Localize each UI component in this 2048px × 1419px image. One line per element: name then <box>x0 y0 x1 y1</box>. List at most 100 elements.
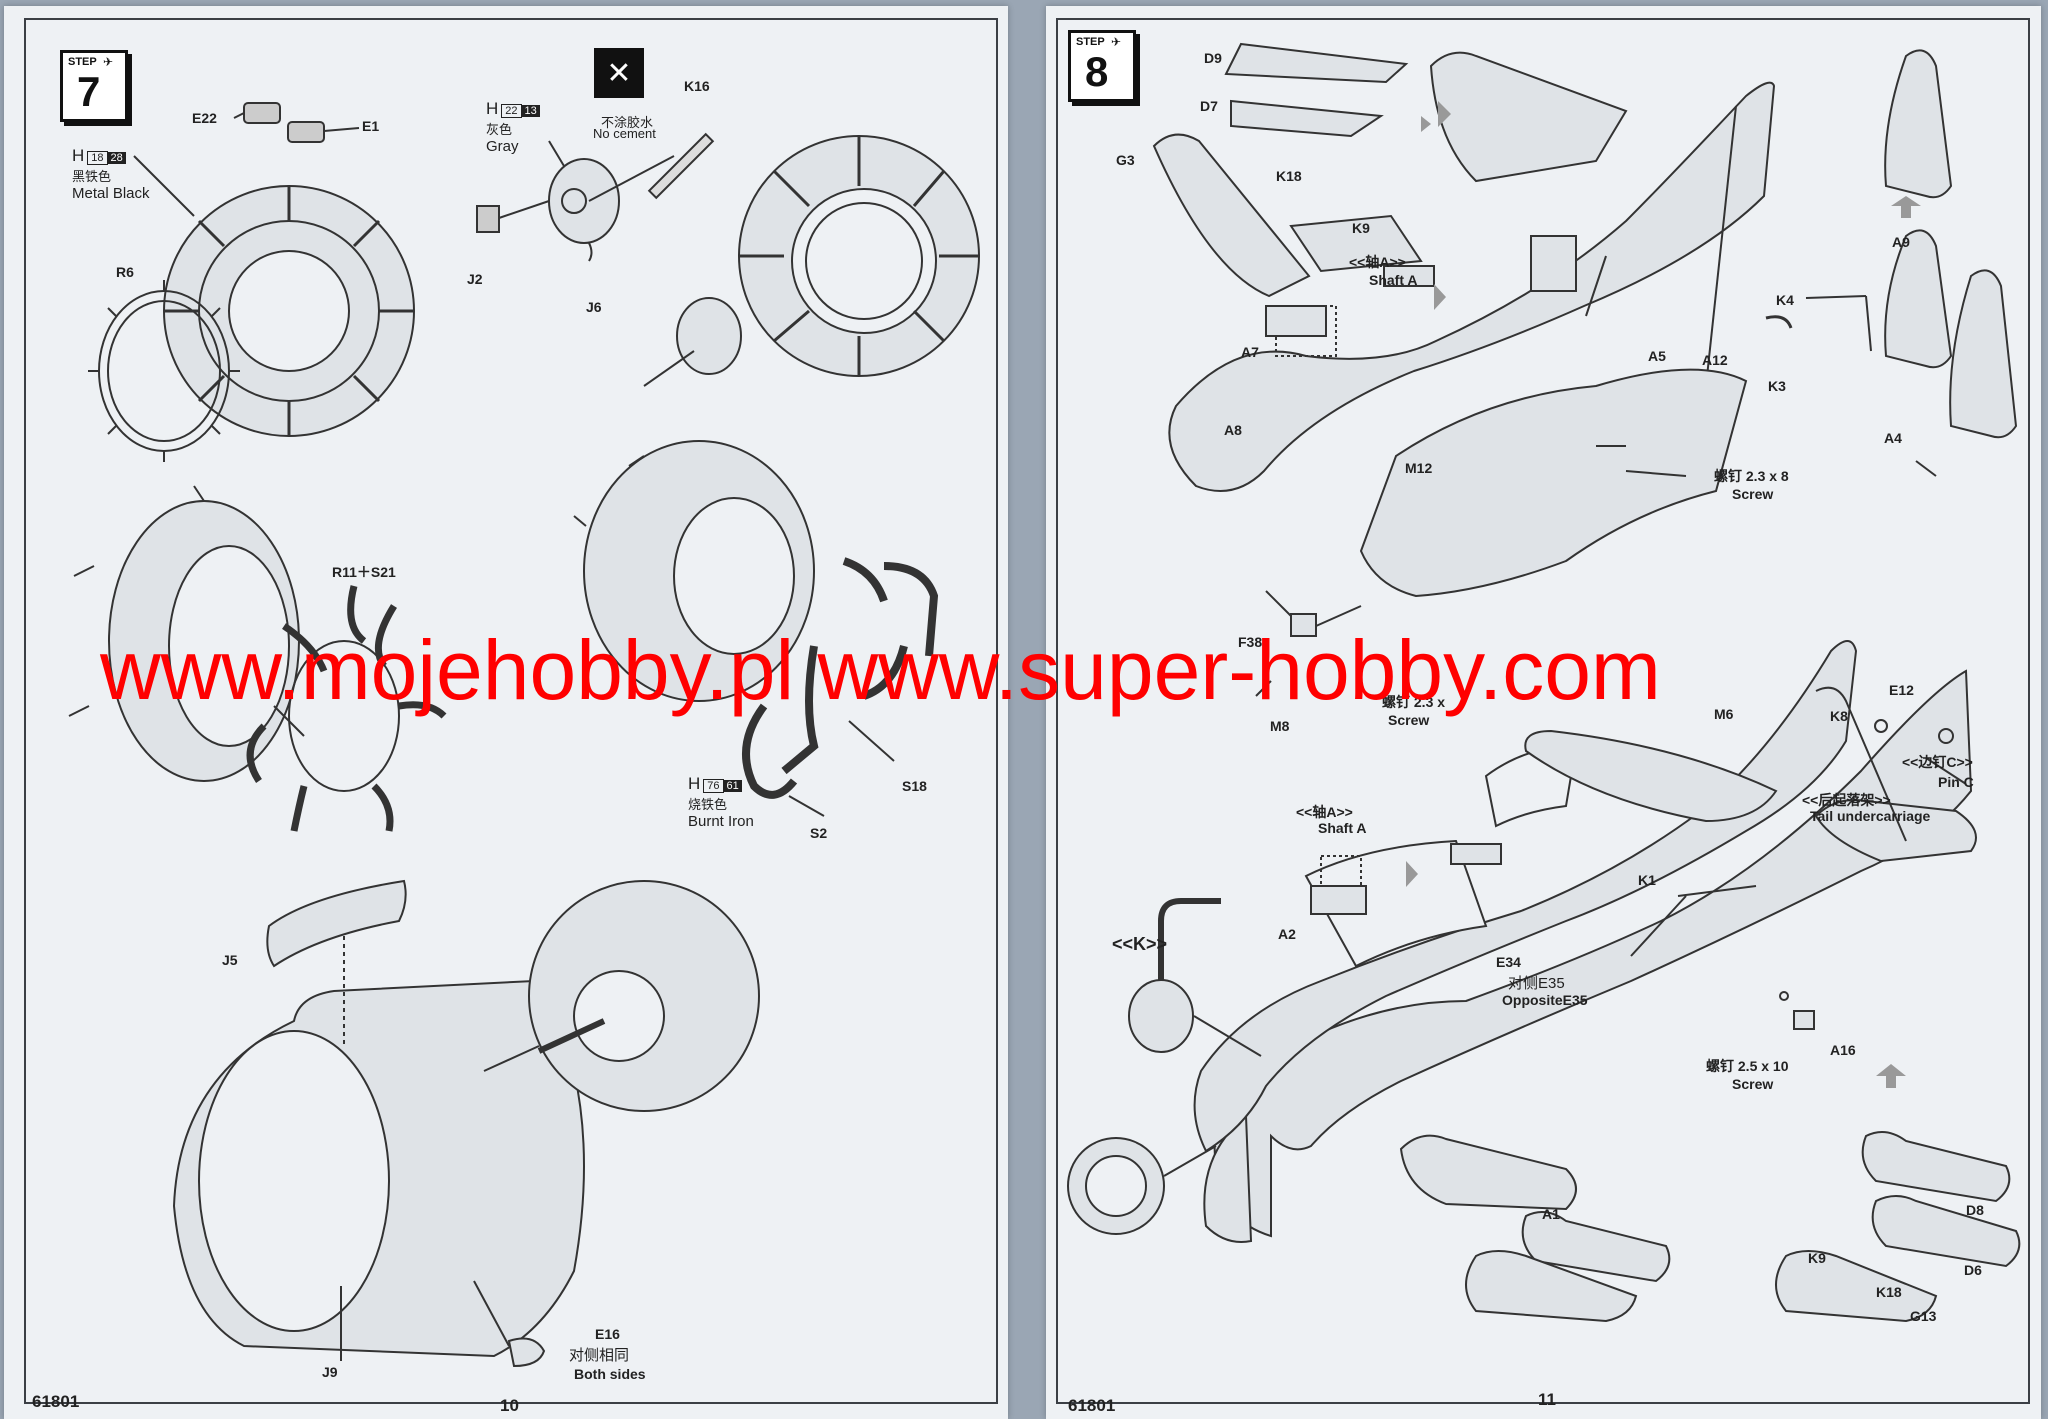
radial-engine-rear-view <box>163 102 415 437</box>
label-R6: R6 <box>116 264 134 280</box>
label-E16-cn: 对侧相同 <box>569 1347 630 1364</box>
airplane-icon: ✈ <box>1111 35 1122 49</box>
label-tail-undercarriage-cn: <<后起落架>> <box>1802 792 1891 808</box>
label-K18-upper: K18 <box>1276 168 1302 184</box>
label-screw-2-3x8-en: Screw <box>1732 486 1774 502</box>
label-J9: J9 <box>322 1364 338 1380</box>
right-page-step-8: STEP ✈ 8 <box>1046 6 2041 1419</box>
paint-name-en: Burnt Iron <box>688 813 754 830</box>
label-A4: A4 <box>1884 430 1902 446</box>
paint-name-cn: 烧铁色 <box>688 797 728 812</box>
label-S2: S2 <box>810 825 828 841</box>
label-A1: A1 <box>1542 1206 1560 1222</box>
step-7-badge: STEP ✈ 7 <box>60 50 128 122</box>
label-A2: A2 <box>1278 926 1296 942</box>
label-A9: A9 <box>1892 234 1910 250</box>
label-R11-S21: R11＋S21 <box>332 564 396 580</box>
paint-code-b: 13 <box>521 105 540 117</box>
label-K9-upper: K9 <box>1352 220 1370 236</box>
label-A8: A8 <box>1224 422 1242 438</box>
page-number: 10 <box>500 1396 519 1415</box>
label-D8: D8 <box>1966 1202 1984 1218</box>
fuselage-half-assembled <box>1193 640 1858 1153</box>
label-J5: J5 <box>222 952 238 968</box>
label-M6: M6 <box>1714 706 1734 722</box>
paint-code-a: 18 <box>87 151 108 165</box>
paint-brand: H <box>72 146 85 165</box>
label-A12: A12 <box>1702 352 1728 368</box>
ring-part-R6 <box>88 280 240 462</box>
paint-name-en: Gray <box>486 138 519 155</box>
small-parts-shaft-A <box>1265 265 1967 1030</box>
label-screw-2-5x10-en: Screw <box>1732 1076 1774 1092</box>
page-number: 11 <box>1538 1390 1556 1409</box>
label-E16: E16 <box>595 1326 620 1342</box>
kit-number: 61801 <box>32 1392 80 1411</box>
label-screw-2-3x8-cn: 螺钉 2.3 x 8 <box>1714 468 1789 484</box>
label-S18: S18 <box>902 778 927 794</box>
label-E1: E1 <box>362 118 380 134</box>
label-pin-C-en: Pin C <box>1938 774 1974 790</box>
step-number: 8 <box>1085 48 1109 95</box>
label-A16: A16 <box>1830 1042 1856 1058</box>
paint-name-en: Metal Black <box>72 185 150 202</box>
label-F38: F38 <box>1238 634 1263 650</box>
lower-flap-parts <box>1399 1064 2021 1323</box>
no-cement-cn: 不涂胶水 <box>601 115 654 130</box>
radial-engine-front-assembled <box>643 135 980 387</box>
label-E22: E22 <box>192 110 217 126</box>
step-word: STEP <box>1076 36 1105 48</box>
label-E35-en: OppositeE35 <box>1502 992 1588 1008</box>
crankcase-part-J6 <box>476 132 715 262</box>
step-word: STEP <box>68 56 97 68</box>
flap-parts-upper <box>1152 42 1628 298</box>
label-E35-cn: 对侧E35 <box>1508 975 1565 992</box>
label-M8: M8 <box>1270 718 1290 734</box>
label-screw-2-5x10-cn: 螺钉 2.5 x 10 <box>1706 1058 1789 1074</box>
label-J2: J2 <box>467 271 483 287</box>
label-K18-lower: K18 <box>1876 1284 1902 1300</box>
paint-name-cn: 黑铁色 <box>72 169 112 184</box>
page-frame <box>24 18 998 1404</box>
label-A5: A5 <box>1648 348 1666 364</box>
no-cement-en: No cement <box>593 126 656 141</box>
kit-number: 61801 <box>1068 1396 1116 1415</box>
radial-engine-side-view <box>68 485 305 782</box>
label-shaft-A-2-en: Shaft A <box>1318 820 1367 836</box>
label-D7: D7 <box>1200 98 1218 114</box>
step-7-assembly-drawing <box>68 102 980 1368</box>
label-A7: A7 <box>1241 344 1259 360</box>
page-frame <box>1056 18 2030 1404</box>
label-E34: E34 <box>1496 954 1521 970</box>
small-parts-F38 <box>1255 460 1937 697</box>
radial-engine-with-exhaust <box>573 440 939 817</box>
label-M12: M12 <box>1405 460 1433 476</box>
label-tail-undercarriage-en: Tail undercarriage <box>1810 808 1931 824</box>
label-pin-C-cn: <<边钉C>> <box>1902 754 1973 770</box>
label-K9-lower: K9 <box>1808 1250 1826 1266</box>
label-D6: D6 <box>1964 1262 1982 1278</box>
label-G13: G13 <box>1910 1308 1937 1324</box>
paint-code-a: 22 <box>501 104 522 118</box>
fuselage-half-A8 <box>1168 81 1776 492</box>
radial-engine-bottom <box>528 880 760 1112</box>
label-G3: G3 <box>1116 152 1135 168</box>
paint-name-cn: 灰色 <box>486 122 513 137</box>
tail-fin-parts <box>1765 49 2018 439</box>
no-cement-icon: ✕ <box>594 48 644 98</box>
step-8-assembly-drawing <box>1067 42 2021 1323</box>
horizontal-stabilizer <box>1524 686 1977 863</box>
paint-code-b: 61 <box>723 780 742 792</box>
label-K: <<K>> <box>1112 934 1168 954</box>
engine-cowl-front-K <box>1067 898 1262 1235</box>
paint-code-a: 76 <box>703 779 724 793</box>
label-screw-2-3-en: Screw <box>1388 712 1430 728</box>
paint-brand: H <box>688 774 701 793</box>
label-screw-2-3-cn: 螺钉 2.3 x <box>1382 694 1446 710</box>
label-J6: J6 <box>586 299 602 315</box>
paint-code-b: 28 <box>107 152 126 164</box>
